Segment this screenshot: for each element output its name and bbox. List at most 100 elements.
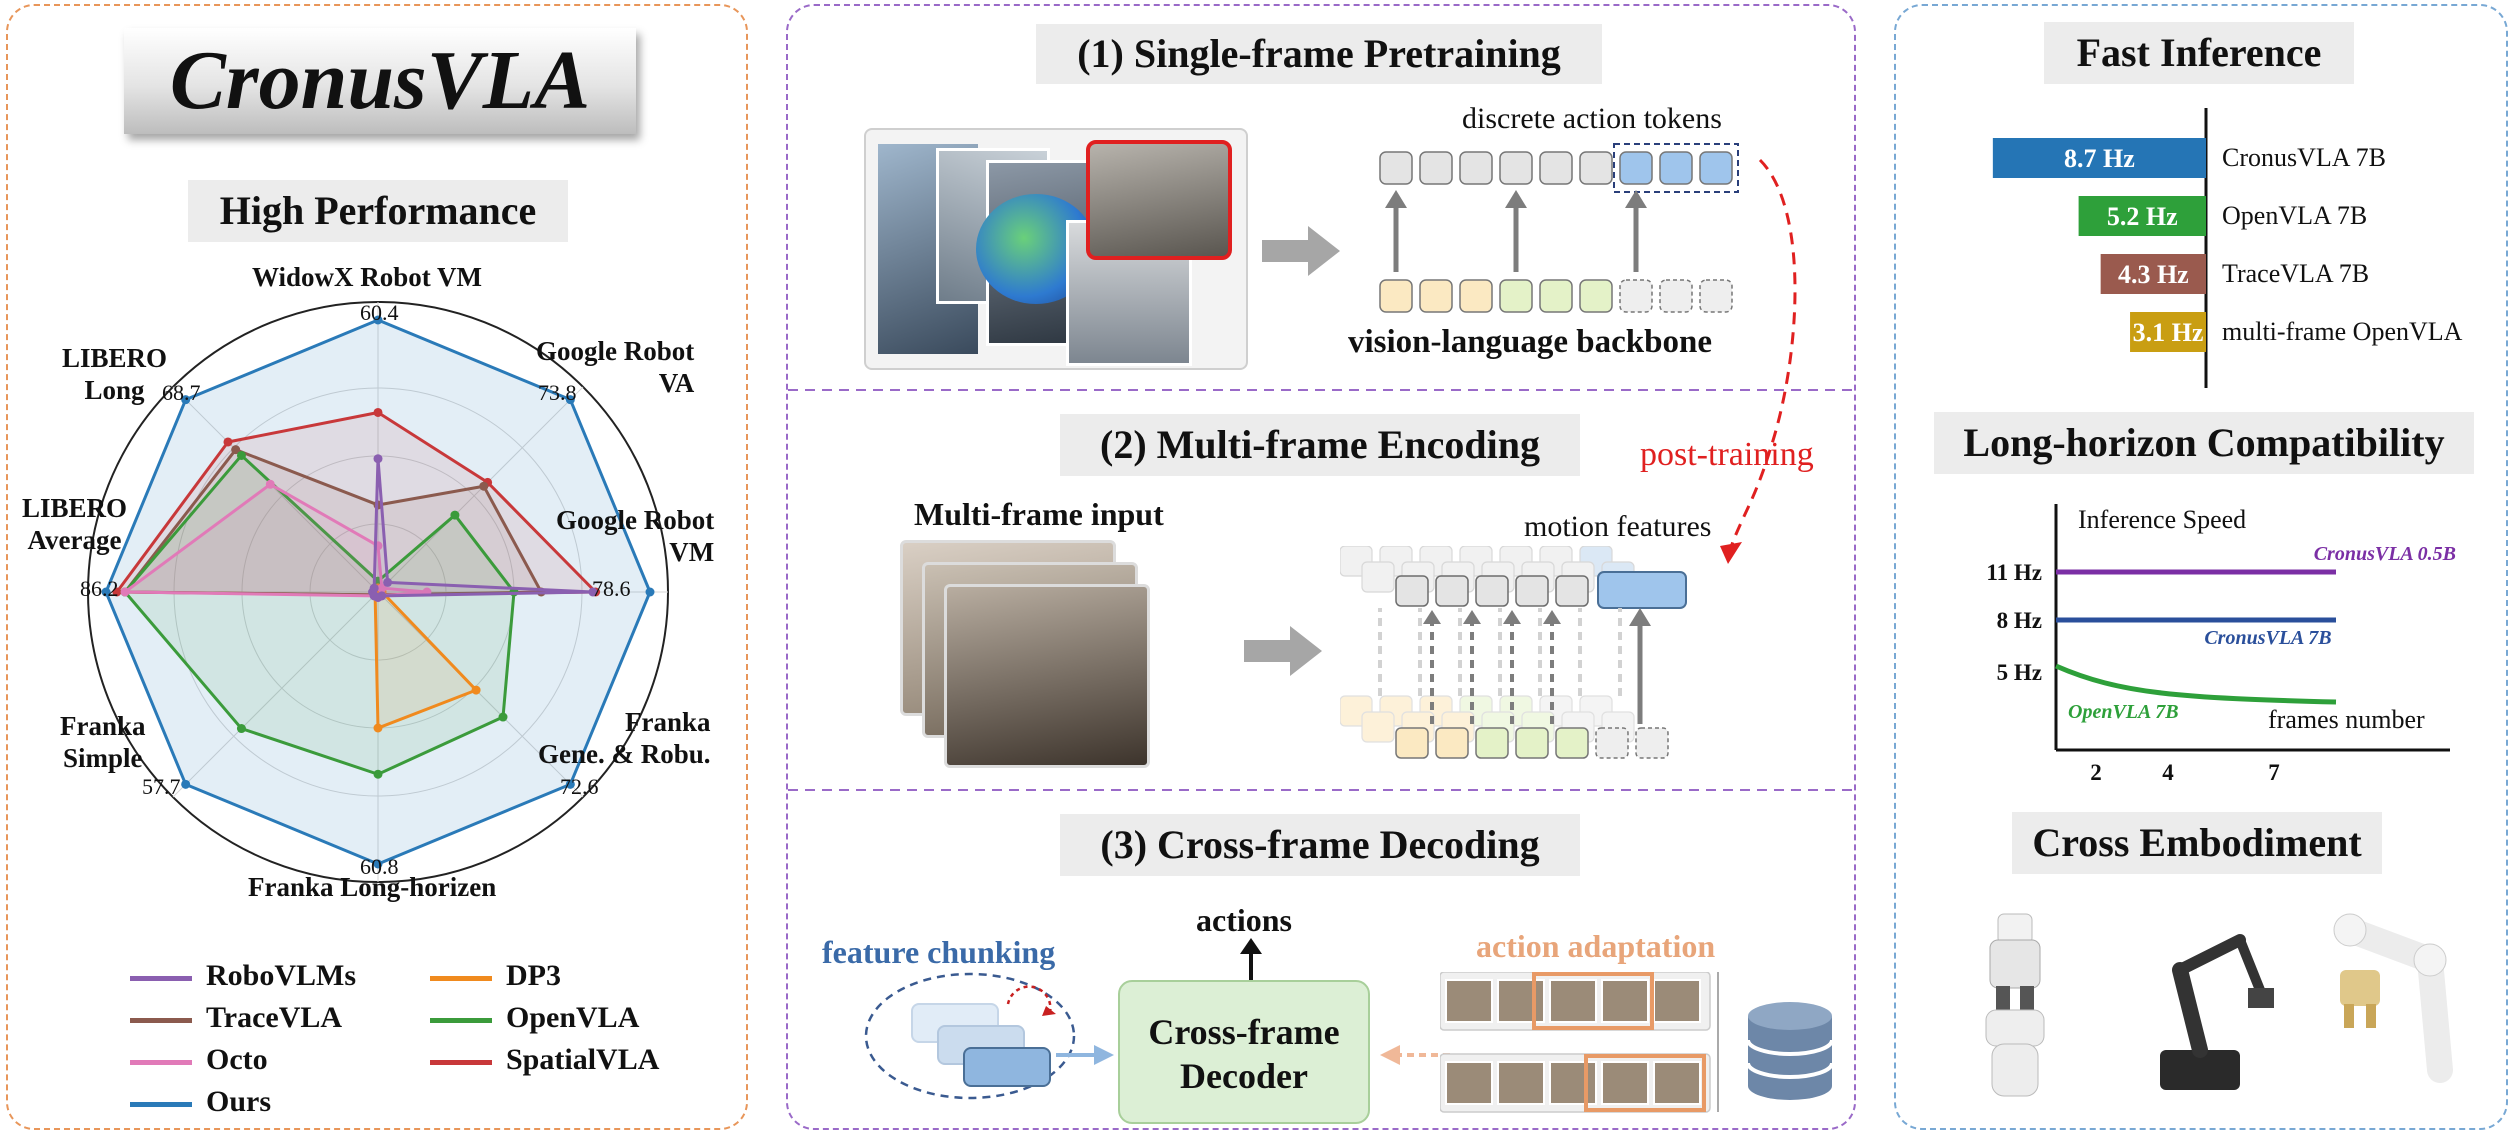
chunking-to-decoder-arrow	[1056, 1045, 1114, 1065]
radar-point-ours	[101, 587, 111, 597]
speed-bar-value: 4.3 Hz	[2118, 260, 2189, 289]
output-token	[1539, 151, 1573, 185]
token-arrow-head	[1385, 190, 1407, 208]
token-arrow-head	[1505, 190, 1527, 208]
front-output-token	[1515, 575, 1549, 607]
legend-item-openvla: OpenVLA	[430, 1000, 639, 1036]
front-input-token	[1595, 727, 1629, 759]
input-token	[1499, 279, 1533, 313]
y-axis-label: Inference Speed	[2078, 505, 2246, 534]
output-token	[1499, 151, 1533, 185]
radar-value-libero-long: 68.7	[162, 380, 201, 405]
middle-panel	[786, 4, 1856, 1130]
legend-item-tracevla: TraceVLA	[130, 1000, 342, 1036]
right-panel	[1894, 4, 2508, 1130]
y-tick: 11 Hz	[1986, 560, 2042, 585]
radar-point-robovlms	[383, 577, 393, 587]
input-token	[1379, 279, 1413, 313]
radar-point-robovlms	[369, 583, 379, 593]
speed-bar	[2130, 312, 2206, 352]
radar-label-franka-long: Franka Long-horizen	[248, 872, 497, 902]
input-token	[1419, 279, 1453, 313]
radar-point-octo	[120, 587, 130, 597]
radar-point-robovlms	[373, 454, 383, 464]
radar-point-octo	[377, 583, 387, 593]
front-output-token	[1395, 575, 1429, 607]
radar-point-tracevla	[479, 481, 489, 491]
radar-chart	[87, 301, 669, 883]
feature-arrow-head	[1543, 610, 1561, 624]
y-tick: 5 Hz	[1997, 660, 2042, 685]
title-banner: CronusVLA	[124, 28, 636, 134]
radar-point-robovlms	[588, 587, 598, 597]
speed-bar	[2100, 254, 2206, 294]
line-openvla-7b	[2054, 663, 2337, 705]
token-arrow-head	[1625, 190, 1647, 208]
radar-point-openvla	[498, 712, 508, 722]
action-adaptation-label: action adaptation	[1476, 928, 1716, 964]
speed-bar-model: CronusVLA 7B	[2222, 143, 2386, 172]
feature-chunking-label: feature chunking	[822, 934, 1056, 970]
line-label-cronusvla-05b: CronusVLA 0.5B	[2314, 543, 2456, 565]
feature-arrow-head	[1503, 610, 1521, 624]
output-token	[1579, 151, 1613, 185]
speed-bar	[1992, 138, 2206, 178]
radar-point-ours	[565, 779, 575, 789]
input-token	[1579, 279, 1613, 313]
input-token	[1459, 279, 1493, 313]
radar-point-tracevla	[231, 445, 241, 455]
multiframe-stack	[900, 540, 1150, 768]
output-token	[1459, 151, 1493, 185]
radar-point-openvla	[373, 769, 383, 779]
middle-dividers	[788, 389, 1852, 791]
line-label-cronusvla-7b: CronusVLA 7B	[2204, 627, 2331, 649]
radar-spoke	[377, 386, 584, 593]
radar-value-google-vm: 78.6	[592, 576, 631, 601]
radar-spoke	[172, 386, 379, 593]
legend-item-ours: Ours	[130, 1084, 271, 1120]
radar-value-libero-average: 86.2	[80, 576, 119, 601]
radar-spoke	[377, 591, 584, 798]
radar-point-ours	[373, 859, 383, 869]
speed-bar-model: OpenVLA 7B	[2222, 201, 2367, 230]
feature-arrow-head	[1463, 610, 1481, 624]
collage-photo-highlighted	[1086, 140, 1232, 260]
input-token	[1699, 279, 1733, 313]
adaptation-window-top	[1532, 972, 1654, 1030]
speed-bar-value: 3.1 Hz	[2133, 318, 2204, 347]
front-output-token	[1435, 575, 1469, 607]
front-output-token	[1475, 575, 1509, 607]
frame-thumbnail	[1601, 1061, 1649, 1105]
radar-value-franka-simple: 57.7	[142, 774, 181, 799]
multiframe-input-label: Multi-frame input	[914, 496, 1164, 532]
feature-arrow-head	[1423, 610, 1441, 624]
stage2-token-diagram	[1340, 546, 1687, 759]
x-tick: 4	[2162, 760, 2174, 785]
legend-item-spatialvla: SpatialVLA	[430, 1042, 659, 1078]
radar-point-spatialvla	[373, 407, 383, 417]
frame-thumbnail	[1497, 1061, 1545, 1105]
title-text: CronusVLA	[169, 34, 591, 127]
backbone-label: vision-language backbone	[1348, 324, 1712, 360]
frame-thumbnail	[1445, 979, 1493, 1023]
radar-point-ours	[645, 587, 655, 597]
input-token	[1659, 279, 1693, 313]
x-axis-label: frames number	[2268, 705, 2425, 734]
front-input-token	[1435, 727, 1469, 759]
speed-bar	[2078, 196, 2206, 236]
output-token	[1699, 151, 1733, 185]
action-adaptation-frames	[1440, 972, 1719, 1113]
speed-bar-value: 5.2 Hz	[2107, 202, 2178, 231]
frame-thumbnail	[1497, 979, 1545, 1023]
action-token-group	[1613, 143, 1739, 193]
frame-front	[944, 584, 1150, 768]
radar-value-widowx: 60.4	[360, 300, 399, 325]
frame-thumbnail	[1549, 1061, 1597, 1105]
input-token	[1619, 279, 1653, 313]
